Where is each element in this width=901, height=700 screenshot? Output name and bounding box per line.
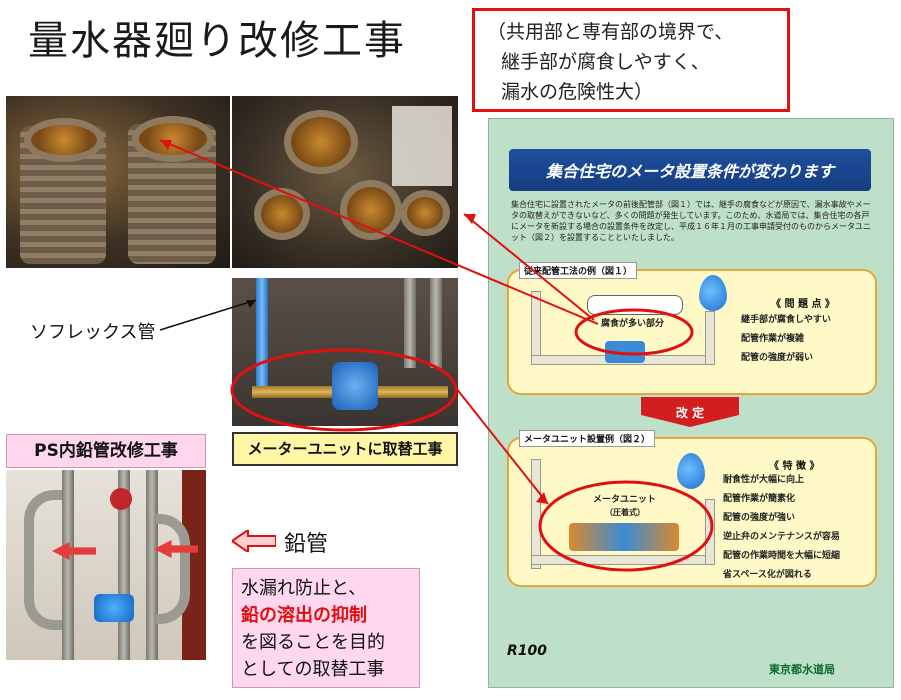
old-method-title: 従来配管工法の例（図１） <box>519 262 638 279</box>
meter-unit-label: メーターユニットに取替工事 <box>232 432 458 466</box>
callout-line: 継手部が腐食しやすく、 <box>501 51 710 73</box>
poster-banner: 集合住宅のメータ設置条件が変わります <box>509 149 871 191</box>
issues-list: 継手部が腐食しやすい 配管作業が複雑 配管の強度が弱い <box>741 311 831 368</box>
meter-unit-photo <box>232 278 458 426</box>
features-heading: 《 特 徴 》 <box>769 461 820 472</box>
lead-pipe-label: 鉛管 <box>284 532 329 557</box>
feature-item: 配管作業が簡素化 <box>723 494 796 504</box>
old-method-panel: 従来配管工法の例（図１） 腐食が多い部分 《 問 題 点 》 継手部が腐食しやす… <box>507 262 877 395</box>
feature-item: 配管の強度が強い <box>723 513 796 523</box>
poster-footer-org: 東京都水道局 <box>769 663 835 676</box>
note-box: 水漏れ防止と、 鉛の溶出の抑制 を図ることを目的 としての取替工事 <box>232 568 420 688</box>
soflex-pipe-label: ソフレックス管 <box>30 322 156 343</box>
callout-box: （共用部と専有部の境界で、 継手部が腐食しやすく、 漏水の危険性大） <box>472 8 790 112</box>
lead-pipe-arrow-icon <box>230 528 277 556</box>
unit-sub-label: （圧着式） <box>605 508 645 517</box>
new-method-panel: メータユニット設置例（図２） メータユニット （圧着式） 《 特 徴 》 耐食性… <box>507 430 877 587</box>
feature-item: 耐食性が大幅に向上 <box>723 475 805 485</box>
unit-label: メータユニット <box>593 495 657 505</box>
page-title: 量水器廻り改修工事 <box>28 18 406 64</box>
feature-item: 省スペース化が図れる <box>723 570 812 580</box>
issue-item: 継手部が腐食しやすい <box>741 315 831 325</box>
note-line: を図ることを目的 <box>241 632 385 653</box>
features-list: 耐食性が大幅に向上 配管作業が簡素化 配管の強度が強い 逆止弁のメンテナンスが容… <box>723 471 840 585</box>
new-method-title: メータユニット設置例（図２） <box>519 430 656 447</box>
issues-heading: 《 問 題 点 》 <box>771 299 835 310</box>
feature-item: 配管の作業時間を大幅に短縮 <box>723 551 841 561</box>
ps-lead-pipe-label: PS内鉛管改修工事 <box>6 434 206 468</box>
callout-line: 漏水の危険性大） <box>501 81 654 103</box>
poster: 集合住宅のメータ設置条件が変わります 集合住宅に設置されたメータの前後配管部（図… <box>488 118 894 688</box>
note-line: 水漏れ防止と、 <box>241 578 367 599</box>
note-line: としての取替工事 <box>241 659 385 680</box>
poster-footer-mark: R100 <box>507 643 548 659</box>
callout-line: （共用部と専有部の境界で、 <box>487 21 734 43</box>
corrosion-bubble: 腐食が多い部分 <box>601 319 665 329</box>
feature-item: 逆止弁のメンテナンスが容易 <box>723 532 840 542</box>
corroded-fittings-photo <box>232 96 458 268</box>
note-highlight: 鉛の溶出の抑制 <box>241 605 367 626</box>
issue-item: 配管の強度が弱い <box>741 353 814 363</box>
poster-intro: 集合住宅に設置されたメータの前後配管部（図１）では、継手の腐食などが原因で、漏水… <box>511 200 871 242</box>
ps-lead-pipes-photo <box>6 470 206 660</box>
issue-item: 配管作業が複雑 <box>741 334 805 344</box>
corroded-pipes-photo <box>6 96 230 268</box>
revision-arrow: 改 定 <box>641 397 739 427</box>
